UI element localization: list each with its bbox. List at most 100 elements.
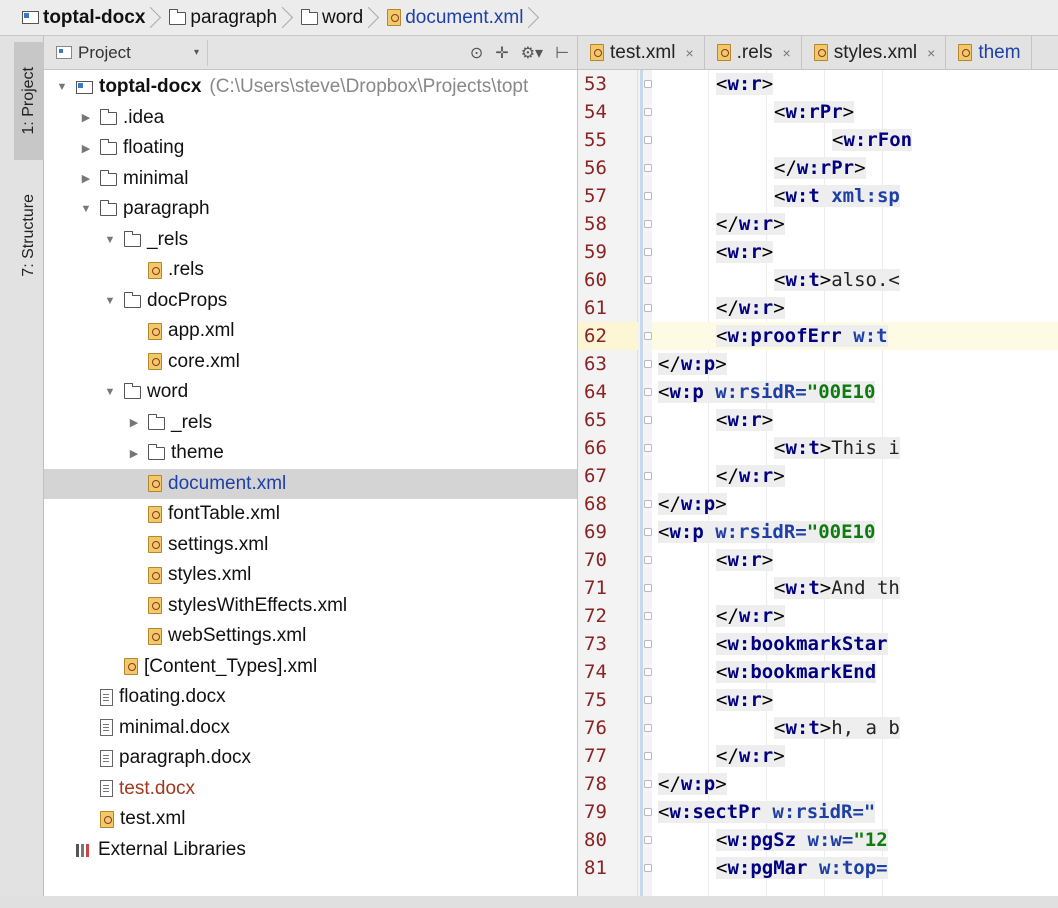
fold-marker-icon[interactable] xyxy=(644,668,652,676)
tree-item[interactable]: ▶fontTable.xml xyxy=(44,499,577,529)
tree-item[interactable]: ▶settings.xml xyxy=(44,530,577,560)
code-line[interactable]: 57<w:t xml:sp xyxy=(578,182,1058,210)
close-icon[interactable]: × xyxy=(782,44,791,61)
code-line[interactable]: 73<w:bookmarkStar xyxy=(578,630,1058,658)
tree-item[interactable]: ▶webSettings.xml xyxy=(44,621,577,651)
fold-marker-icon[interactable] xyxy=(644,220,652,228)
editor-tab[interactable]: styles.xml× xyxy=(802,36,947,69)
code-line[interactable]: 65<w:r> xyxy=(578,406,1058,434)
structure-toolwindow-tab[interactable]: 7: Structure xyxy=(14,170,44,300)
fold-marker-icon[interactable] xyxy=(644,724,652,732)
code-line[interactable]: 78</w:p> xyxy=(578,770,1058,798)
code-line[interactable]: 54<w:rPr> xyxy=(578,98,1058,126)
fold-marker-icon[interactable] xyxy=(644,528,652,536)
fold-marker-icon[interactable] xyxy=(644,472,652,480)
tree-item[interactable]: ▶_rels xyxy=(44,408,577,438)
editor-tab[interactable]: test.xml× xyxy=(578,36,705,69)
expanded-arrow-icon[interactable]: ▼ xyxy=(80,203,92,215)
editor-tab[interactable]: .rels× xyxy=(705,36,802,69)
fold-marker-icon[interactable] xyxy=(644,864,652,872)
editor-tab[interactable]: them xyxy=(946,36,1032,69)
close-icon[interactable]: × xyxy=(927,44,936,61)
code-line[interactable]: 79<w:sectPr w:rsidR=" xyxy=(578,798,1058,826)
code-line[interactable]: 60<w:t>also.< xyxy=(578,266,1058,294)
fold-marker-icon[interactable] xyxy=(644,80,652,88)
expanded-arrow-icon[interactable]: ▼ xyxy=(104,386,116,398)
code-line[interactable]: 56</w:rPr> xyxy=(578,154,1058,182)
collapsed-arrow-icon[interactable]: ▶ xyxy=(129,447,139,460)
hide-panel-icon[interactable]: ⊢ xyxy=(555,45,569,62)
close-icon[interactable]: × xyxy=(685,44,694,61)
fold-marker-icon[interactable] xyxy=(644,500,652,508)
tree-item[interactable]: ▼paragraph xyxy=(44,194,577,224)
tree-item[interactable]: ▶.rels xyxy=(44,255,577,285)
tree-item[interactable]: ▶theme xyxy=(44,438,577,468)
fold-marker-icon[interactable] xyxy=(644,108,652,116)
tree-item[interactable]: ▶.idea xyxy=(44,103,577,133)
collapsed-arrow-icon[interactable]: ▶ xyxy=(81,173,91,185)
code-line[interactable]: 74<w:bookmarkEnd xyxy=(578,658,1058,686)
code-line[interactable]: 64<w:p w:rsidR="00E10 xyxy=(578,378,1058,406)
tree-item[interactable]: ▶minimal.docx xyxy=(44,713,577,743)
code-line[interactable]: 75<w:r> xyxy=(578,686,1058,714)
tree-item[interactable]: ▼toptal-docx(C:\Users\steve\Dropbox\Proj… xyxy=(44,72,577,102)
code-line[interactable]: 69<w:p w:rsidR="00E10 xyxy=(578,518,1058,546)
fold-marker-icon[interactable] xyxy=(644,248,652,256)
tree-item[interactable]: ▶core.xml xyxy=(44,347,577,377)
code-line[interactable]: 58</w:r> xyxy=(578,210,1058,238)
tree-item[interactable]: ▶floating.docx xyxy=(44,682,577,712)
tree-item[interactable]: ▶app.xml xyxy=(44,316,577,346)
code-line[interactable]: 53<w:r> xyxy=(578,70,1058,98)
project-view-selector[interactable]: Project ▾ xyxy=(56,39,208,66)
tree-item[interactable]: ▶floating xyxy=(44,133,577,163)
code-line[interactable]: 76<w:t>h, a b xyxy=(578,714,1058,742)
fold-marker-icon[interactable] xyxy=(644,388,652,396)
fold-marker-icon[interactable] xyxy=(644,164,652,172)
gear-icon[interactable]: ⚙▾ xyxy=(520,45,544,62)
tree-item[interactable]: ▶test.xml xyxy=(44,804,577,834)
tree-item[interactable]: ▶styles.xml xyxy=(44,560,577,590)
project-toolwindow-tab[interactable]: 1: Project xyxy=(14,42,44,160)
code-line[interactable]: 70<w:r> xyxy=(578,546,1058,574)
fold-marker-icon[interactable] xyxy=(644,780,652,788)
code-line[interactable]: 80<w:pgSz w:w="12 xyxy=(578,826,1058,854)
fold-marker-icon[interactable] xyxy=(644,136,652,144)
code-line[interactable]: 61</w:r> xyxy=(578,294,1058,322)
tree-item[interactable]: ▶document.xml xyxy=(44,468,577,499)
tree-item[interactable]: ▼docProps xyxy=(44,286,577,316)
collapse-all-icon[interactable]: ✛ xyxy=(495,45,509,62)
fold-marker-icon[interactable] xyxy=(644,556,652,564)
code-line[interactable]: 66<w:t>This i xyxy=(578,434,1058,462)
expanded-arrow-icon[interactable]: ▼ xyxy=(56,81,68,93)
scroll-from-source-icon[interactable]: ⊙ xyxy=(469,45,484,62)
code-line[interactable]: 62<w:proofErr w:t xyxy=(578,322,1058,350)
tree-item[interactable]: ▶test.docx xyxy=(44,774,577,804)
breadcrumb-item[interactable]: word xyxy=(300,0,387,36)
code-line[interactable]: 68</w:p> xyxy=(578,490,1058,518)
collapsed-arrow-icon[interactable]: ▶ xyxy=(81,142,91,155)
fold-marker-icon[interactable] xyxy=(644,584,652,592)
breadcrumb-item[interactable]: toptal-docx xyxy=(22,0,169,36)
tree-item[interactable]: ▼_rels xyxy=(44,225,577,255)
fold-marker-icon[interactable] xyxy=(644,808,652,816)
code-line[interactable]: 63</w:p> xyxy=(578,350,1058,378)
code-line[interactable]: 71<w:t>And th xyxy=(578,574,1058,602)
tree-item[interactable]: ▶paragraph.docx xyxy=(44,743,577,773)
code-line[interactable]: 77</w:r> xyxy=(578,742,1058,770)
code-line[interactable]: 81<w:pgMar w:top= xyxy=(578,854,1058,882)
code-line[interactable]: 72</w:r> xyxy=(578,602,1058,630)
fold-marker-icon[interactable] xyxy=(644,416,652,424)
fold-marker-icon[interactable] xyxy=(644,612,652,620)
tree-item[interactable]: ▶minimal xyxy=(44,164,577,194)
tree-item[interactable]: ▶External Libraries xyxy=(44,835,577,865)
fold-marker-icon[interactable] xyxy=(644,304,652,312)
tree-item[interactable]: ▶stylesWithEffects.xml xyxy=(44,591,577,621)
fold-marker-icon[interactable] xyxy=(644,276,652,284)
tree-item[interactable]: ▶[Content_Types].xml xyxy=(44,652,577,682)
fold-marker-icon[interactable] xyxy=(644,444,652,452)
collapsed-arrow-icon[interactable]: ▶ xyxy=(81,112,91,124)
expanded-arrow-icon[interactable]: ▼ xyxy=(104,233,116,246)
tree-item[interactable]: ▼word xyxy=(44,377,577,407)
expanded-arrow-icon[interactable]: ▼ xyxy=(104,294,116,307)
